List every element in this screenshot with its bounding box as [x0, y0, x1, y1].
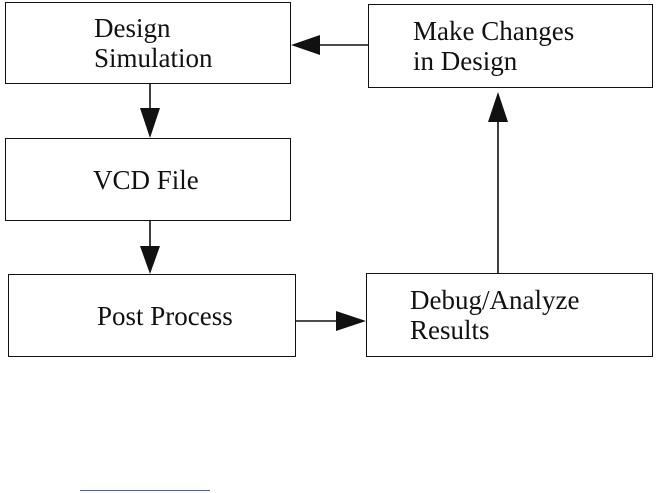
node-make-changes-label: Make Changes in Design [413, 16, 575, 76]
node-vcd-file: VCD File [5, 138, 291, 221]
edge-vcd-file-to-post-process [140, 221, 160, 274]
node-design-simulation: Design Simulation [5, 2, 291, 84]
edge-debug-analyze-to-make-changes [488, 92, 508, 273]
node-design-simulation-label: Design Simulation [94, 13, 213, 73]
node-make-changes: Make Changes in Design [368, 4, 653, 88]
node-post-process: Post Process [8, 274, 296, 357]
edge-make-changes-to-design-simulation [291, 35, 368, 55]
edge-design-simulation-to-vcd-file [140, 84, 160, 138]
node-vcd-file-label: VCD File [93, 164, 199, 195]
edge-post-process-to-debug-analyze [296, 311, 366, 331]
node-debug-analyze-label: Debug/Analyze Results [410, 285, 580, 345]
footer-link-underline[interactable] [80, 490, 210, 491]
node-debug-analyze: Debug/Analyze Results [366, 273, 653, 357]
node-post-process-label: Post Process [97, 300, 233, 331]
